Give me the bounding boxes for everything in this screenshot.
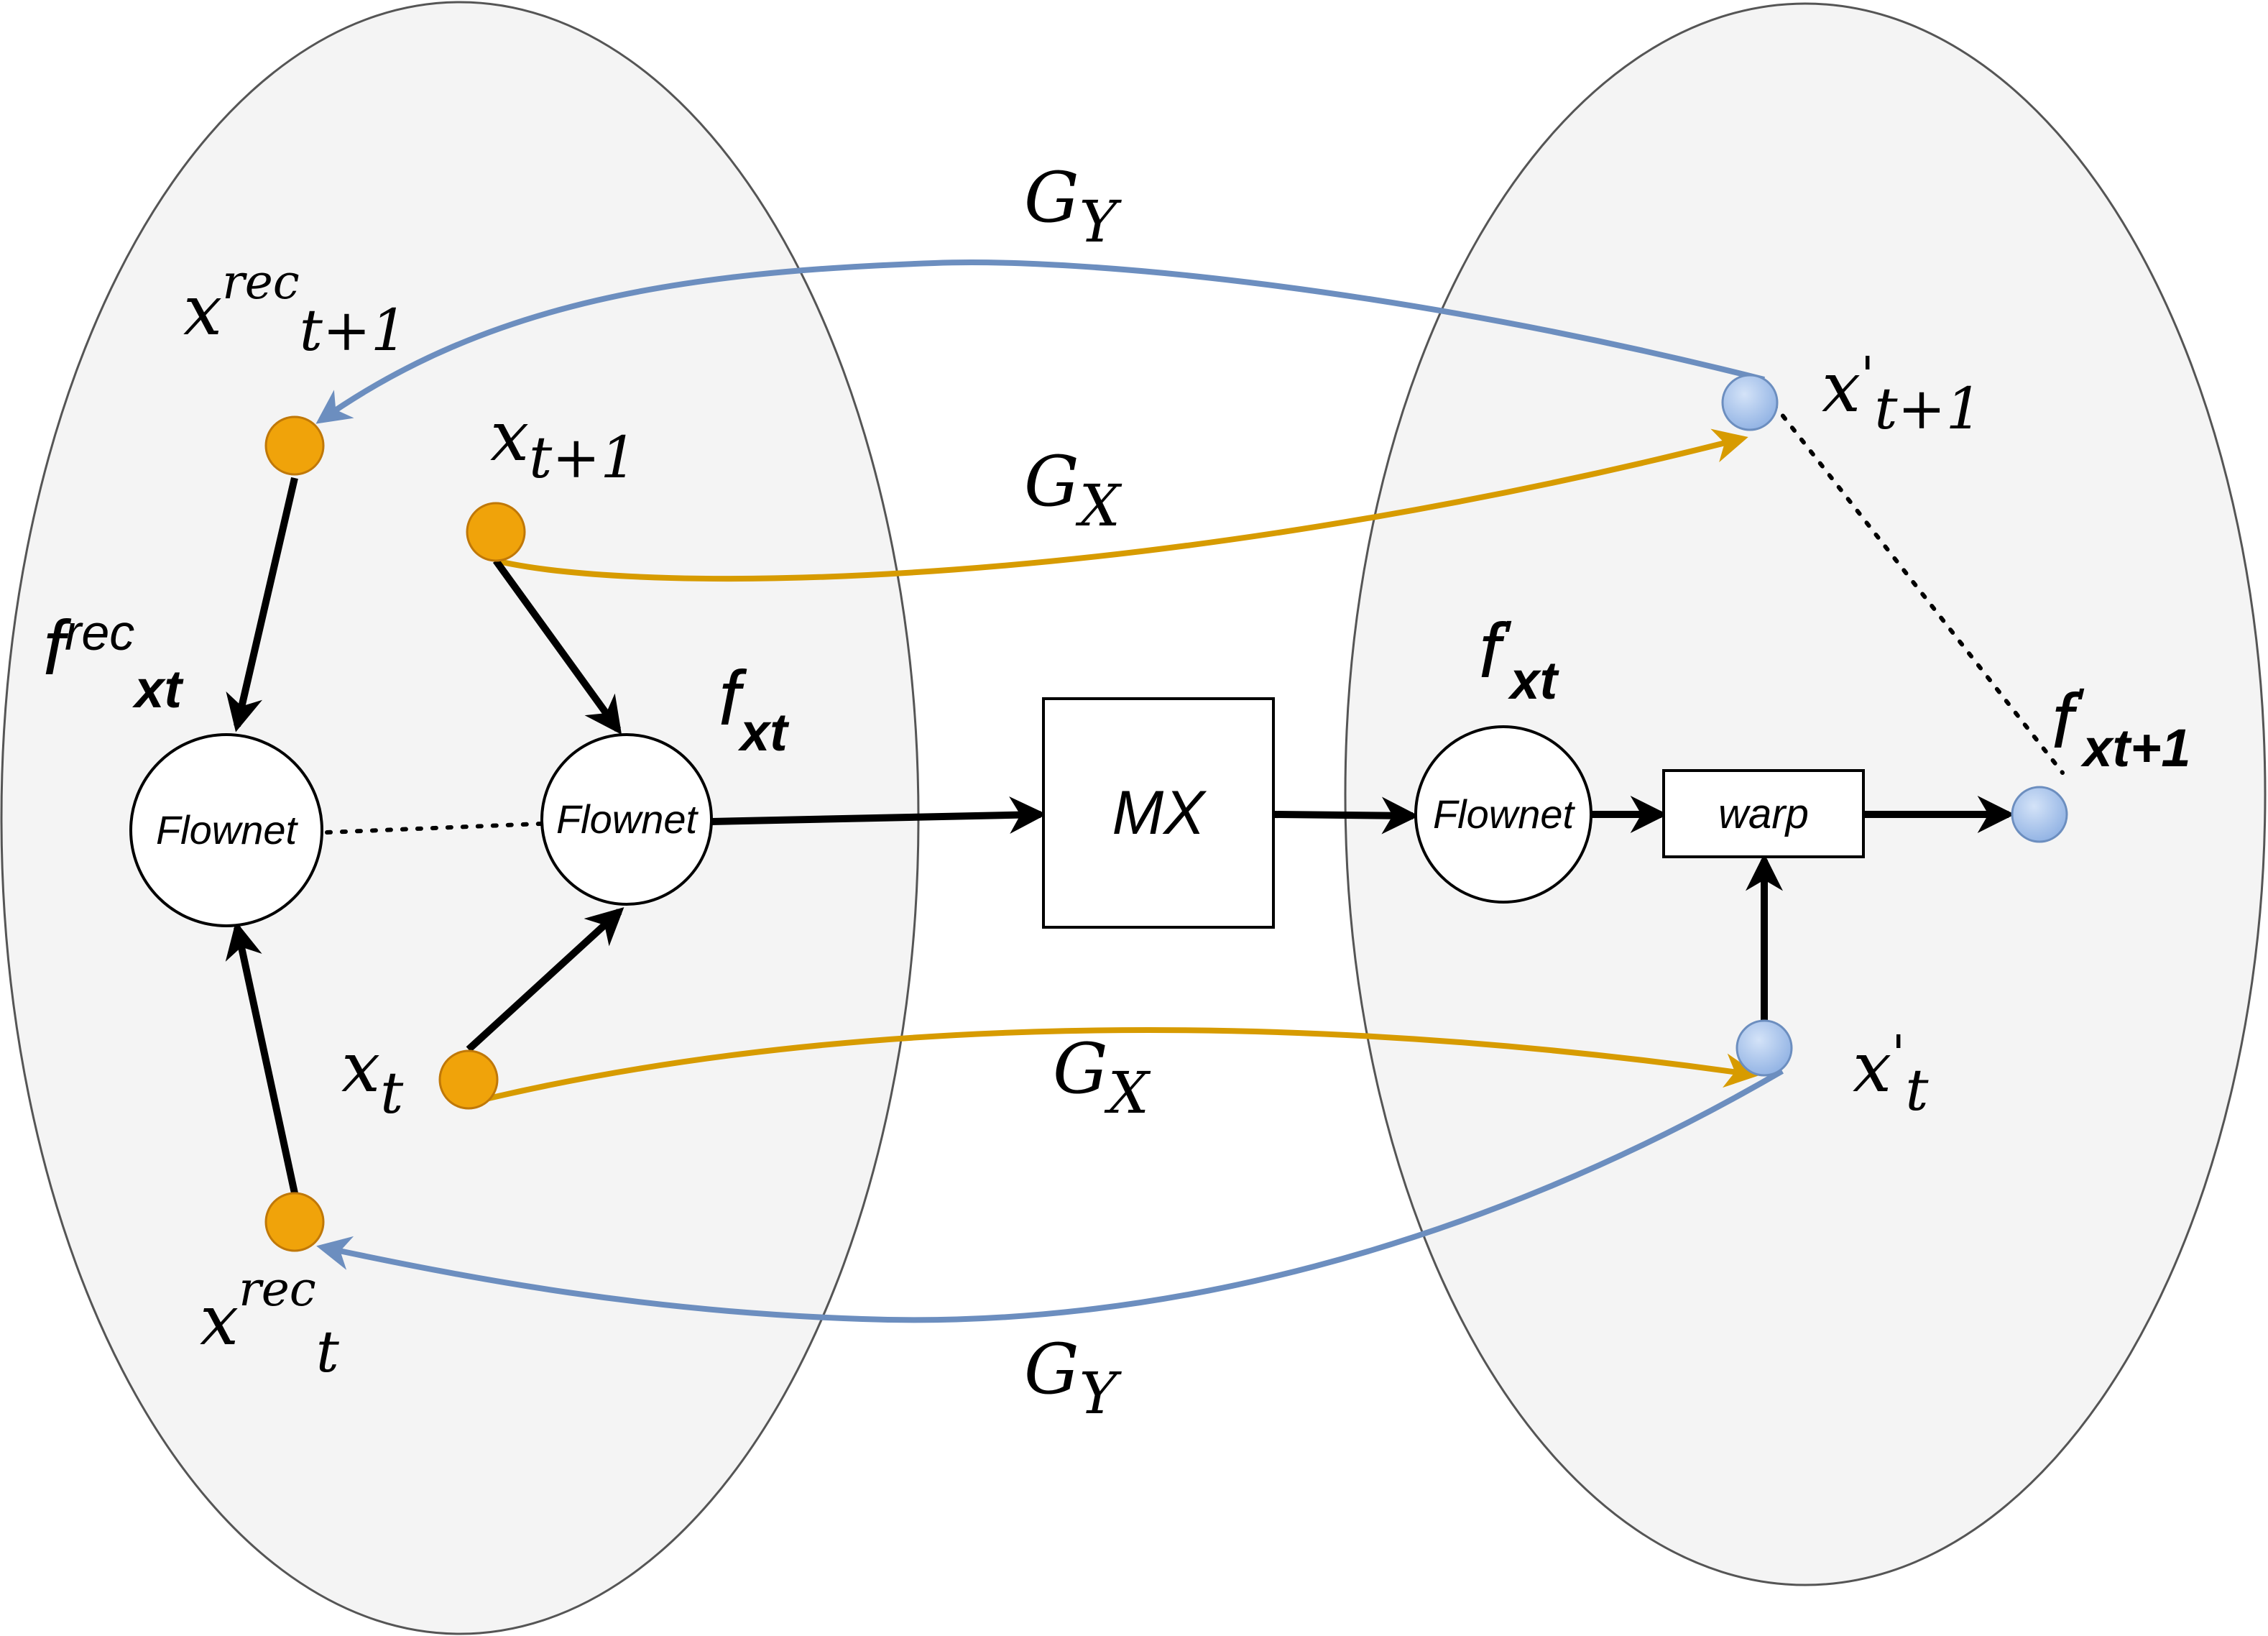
label-x-t: xt bbox=[341, 1027, 404, 1126]
gx-bottom-arrow bbox=[488, 1026, 1759, 1101]
dotted-link-flownets bbox=[325, 822, 543, 835]
node-xrec-t bbox=[264, 1192, 325, 1252]
node-fprime-xt1 bbox=[2011, 786, 2068, 843]
node-xprime-t1 bbox=[1721, 374, 1779, 431]
label-xprime-t1: x't+1 bbox=[1822, 346, 1982, 442]
flownet-node-mid: Flownet bbox=[540, 733, 713, 906]
node-xprime-t bbox=[1735, 1019, 1793, 1077]
label-fprime-xt: f'xt bbox=[1479, 607, 1560, 710]
label-gx-top: GX bbox=[1024, 441, 1123, 539]
label-frec-xt: frecxt bbox=[43, 604, 184, 719]
gy-top-arrow bbox=[315, 259, 1765, 424]
label-gx-bottom: GX bbox=[1053, 1029, 1151, 1126]
flownet-node-left: Flownet bbox=[129, 733, 323, 927]
label-xrec-t: xrect bbox=[200, 1262, 340, 1385]
label-x-t1: xt+1 bbox=[490, 396, 637, 491]
label-fprime-xt1: f'xt+1 bbox=[2052, 677, 2191, 778]
flownet-left-label: Flownet bbox=[156, 807, 299, 853]
label-gy-top: GY bbox=[1024, 157, 1123, 255]
label-gy-bottom: GY bbox=[1024, 1329, 1123, 1427]
warp-box: warp bbox=[1662, 769, 1865, 858]
flownet-mid-label: Flownet bbox=[556, 796, 699, 842]
node-x-t1 bbox=[466, 502, 526, 562]
mx-label: MX bbox=[1112, 778, 1208, 847]
arrow-mx-to-flownet bbox=[1273, 796, 1419, 835]
warp-label: warp bbox=[1718, 791, 1809, 837]
label-xprime-t: x't bbox=[1853, 1024, 1929, 1123]
flownet-node-right: Flownet bbox=[1414, 725, 1592, 904]
arrow-xt-to-flownet bbox=[466, 907, 624, 1052]
node-x-t bbox=[438, 1049, 499, 1110]
arrow-xrec-t1-to-flownet bbox=[226, 477, 298, 732]
arrow-xrec-t-to-flownet bbox=[225, 921, 298, 1195]
arrow-flownet-to-mx bbox=[711, 796, 1047, 834]
label-xrec-t1: xrect+1 bbox=[183, 254, 407, 364]
arrow-xt1-to-flownet bbox=[492, 559, 622, 735]
gy-bottom-arrow bbox=[316, 1068, 1784, 1323]
flownet-right-label: Flownet bbox=[1433, 791, 1576, 837]
dotted-link-xprime-fprime bbox=[1771, 402, 2065, 775]
gx-top-arrow bbox=[495, 428, 1748, 582]
mx-box: MX bbox=[1042, 697, 1275, 929]
node-xrec-t1 bbox=[264, 415, 325, 476]
